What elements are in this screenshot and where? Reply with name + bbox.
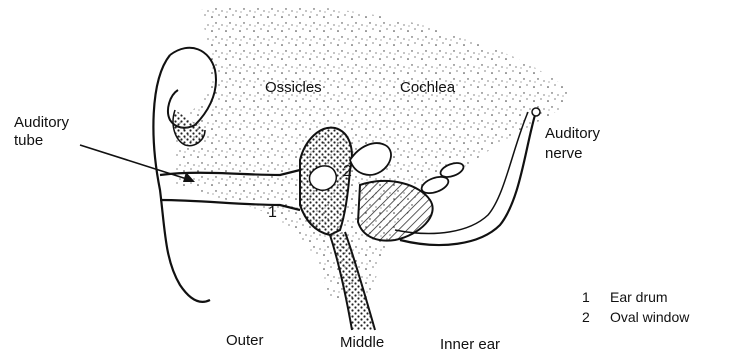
legend-number-1: 1 (582, 289, 590, 305)
label-auditory-tube-line1: Auditory (14, 114, 70, 131)
legend: 1 Ear drum 2 Oval window (582, 289, 690, 325)
label-outer: Outer (226, 332, 264, 349)
label-auditory-tube-line2: tube (14, 132, 43, 149)
auditory-tube-arrow-line (80, 145, 190, 180)
label-auditory-nerve-line2: nerve (545, 145, 583, 162)
nerve-end (532, 108, 540, 116)
legend-text-1: Ear drum (610, 289, 668, 305)
ossicles-shape (309, 166, 336, 190)
legend-text-2: Oval window (610, 309, 690, 325)
label-middle: Middle (340, 334, 384, 351)
legend-number-2: 2 (582, 309, 590, 325)
marker-ear-drum: 1 (268, 204, 277, 221)
marker-oval-window: 2 (343, 163, 352, 180)
label-auditory-nerve-line1: Auditory (545, 125, 601, 142)
label-inner-ear: Inner ear (440, 336, 500, 353)
label-ossicles: Ossicles (265, 79, 322, 96)
label-cochlea: Cochlea (400, 79, 456, 96)
